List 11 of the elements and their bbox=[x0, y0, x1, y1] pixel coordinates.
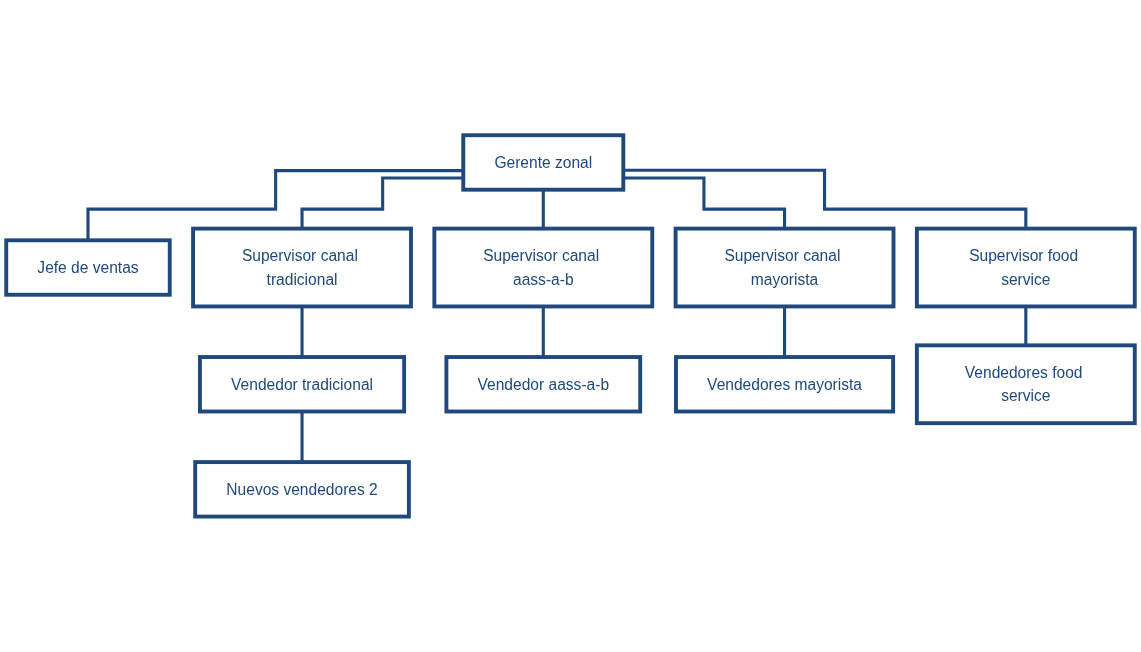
node-box: Supervisor canal aass-a-b bbox=[432, 226, 655, 309]
node-box: Supervisor canal mayorista bbox=[673, 226, 896, 309]
node-box: Supervisor canal tradicional bbox=[191, 226, 413, 309]
node-box: Vendedor aass-a-b bbox=[444, 355, 643, 414]
node-box: Vendedor tradicional bbox=[198, 355, 407, 414]
node-box: Vendedores food service bbox=[914, 343, 1137, 426]
node-box: Gerente zonal bbox=[461, 133, 626, 192]
node-box: Vendedores mayorista bbox=[674, 355, 896, 414]
node-box: Nuevos vendedores 2 bbox=[193, 460, 411, 519]
node-box: Jefe de ventas bbox=[4, 238, 172, 297]
node-box: Supervisor food service bbox=[914, 226, 1137, 309]
